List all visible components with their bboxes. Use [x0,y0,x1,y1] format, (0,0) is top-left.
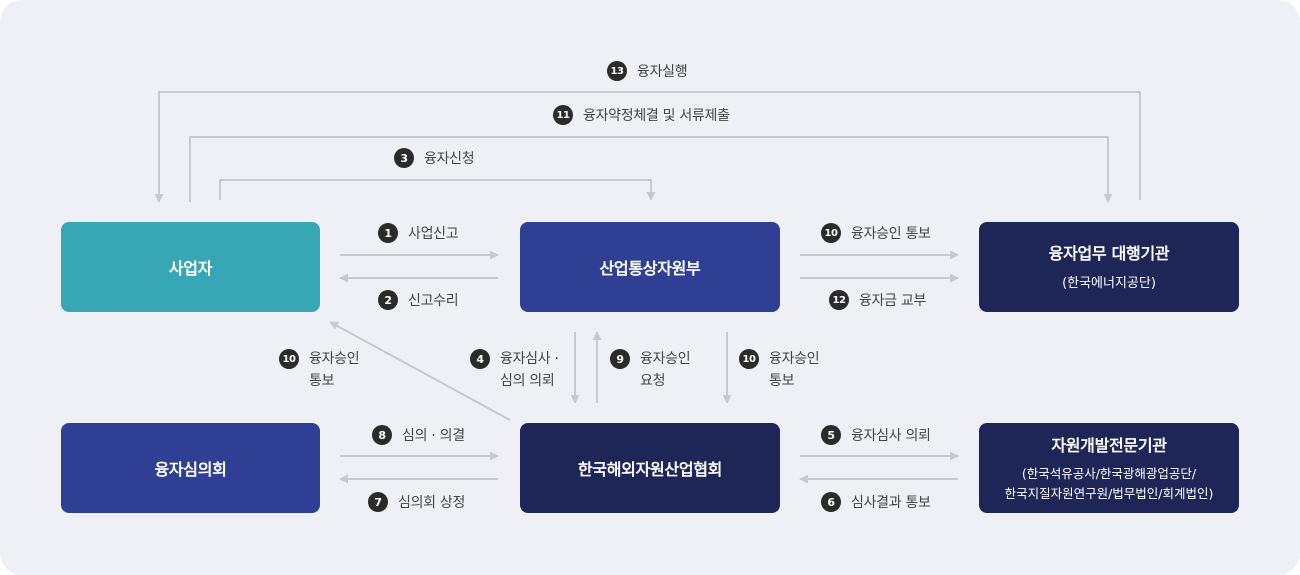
step-10c-line2: 통보 [769,373,795,389]
step-12-badge: 12 [829,290,849,310]
step-4-line1: 융자심사 · [500,351,559,367]
node-experts-subtitle-line2: 한국지질자원연구원/법무법인/회계법인) [1004,486,1214,501]
node-business-title: 사업자 [168,259,213,278]
step-7-label: 7 심의회 상정 [368,492,465,512]
step-10a-label: 10 융자승인 통보 [821,223,931,243]
node-experts-subtitle-line1: (한국석유공사/한국광해광업공단/ [1021,466,1197,481]
step-5-badge: 5 [821,425,841,445]
step-1-text: 사업신고 [408,226,459,242]
step-6-label: 6 심사결과 통보 [821,492,931,512]
step-11-text: 융자약정체결 및 서류제출 [583,108,730,124]
arrow-3 [219,179,656,201]
step-6-text: 심사결과 통보 [851,495,931,511]
step-8-text: 심의 · 의결 [402,428,465,444]
step-12-text: 융자금 교부 [859,293,927,309]
step-3-badge: 3 [394,148,414,168]
node-association: 한국해외자원산업협회 [520,423,780,513]
step-9-badge: 9 [610,349,630,369]
step-8-badge: 8 [372,425,392,445]
step-5-text: 융자심사 의뢰 [851,428,931,444]
step-8-label: 8 심의 · 의결 [372,425,465,445]
step-10a-badge: 10 [821,223,841,243]
node-experts-subtitle: (한국석유공사/한국광해광업공단/ 한국지질자원연구원/법무법인/회계법인) [1005,464,1214,504]
step-2-label: 2 신고수리 [378,290,459,310]
step-11-label: 11 융자약정체결 및 서류제출 [553,105,730,125]
node-committee: 융자심의회 [61,423,320,513]
node-agency-title: 융자업무 대행기관 [1048,244,1170,263]
step-7-badge: 7 [368,492,388,512]
step-13-badge: 13 [607,61,627,81]
step-10c-badge: 10 [739,349,759,369]
step-5-label: 5 융자심사 의뢰 [821,425,931,445]
arrow-10b [329,321,511,421]
step-1-label: 1 사업신고 [378,223,459,243]
step-13-label: 13 융자실행 [607,61,688,81]
step-12-label: 12 융자금 교부 [829,290,926,310]
node-committee-title: 융자심의회 [154,460,227,479]
step-2-text: 신고수리 [408,293,459,309]
step-1-badge: 1 [378,223,398,243]
step-13-text: 융자실행 [637,64,688,80]
node-ministry-title: 산업통상자원부 [599,259,701,278]
step-3-text: 융자신청 [424,151,475,167]
step-9-line1: 융자승인 [640,351,691,367]
node-business: 사업자 [61,222,320,312]
step-3-label: 3 융자신청 [394,148,475,168]
arrow-13 [154,91,1141,203]
step-4-label: 4 융자심사 · 심의 의뢰 [470,349,559,392]
step-10b-badge: 10 [279,349,299,369]
step-7-text: 심의회 상정 [398,495,466,511]
node-experts-title: 자원개발전문기관 [1051,436,1167,455]
step-9-line2: 요청 [640,373,666,389]
step-6-badge: 6 [821,492,841,512]
step-10b-line1: 융자승인 [309,351,360,367]
node-association-title: 한국해외자원산업협회 [577,460,723,479]
node-agency: 융자업무 대행기관 (한국에너지공단) [979,222,1239,312]
node-ministry: 산업통상자원부 [520,222,780,312]
step-4-badge: 4 [470,349,490,369]
step-11-badge: 11 [553,105,573,125]
step-10b-line2: 통보 [309,373,335,389]
arrow-11 [189,136,1113,203]
node-experts: 자원개발전문기관 (한국석유공사/한국광해광업공단/ 한국지질자원연구원/법무법… [979,423,1239,513]
node-agency-subtitle: (한국에너지공단) [1062,276,1156,291]
step-4-line2: 심의 의뢰 [500,373,555,389]
step-10a-text: 융자승인 통보 [851,226,931,242]
step-10c-line1: 융자승인 [769,351,820,367]
step-2-badge: 2 [378,290,398,310]
